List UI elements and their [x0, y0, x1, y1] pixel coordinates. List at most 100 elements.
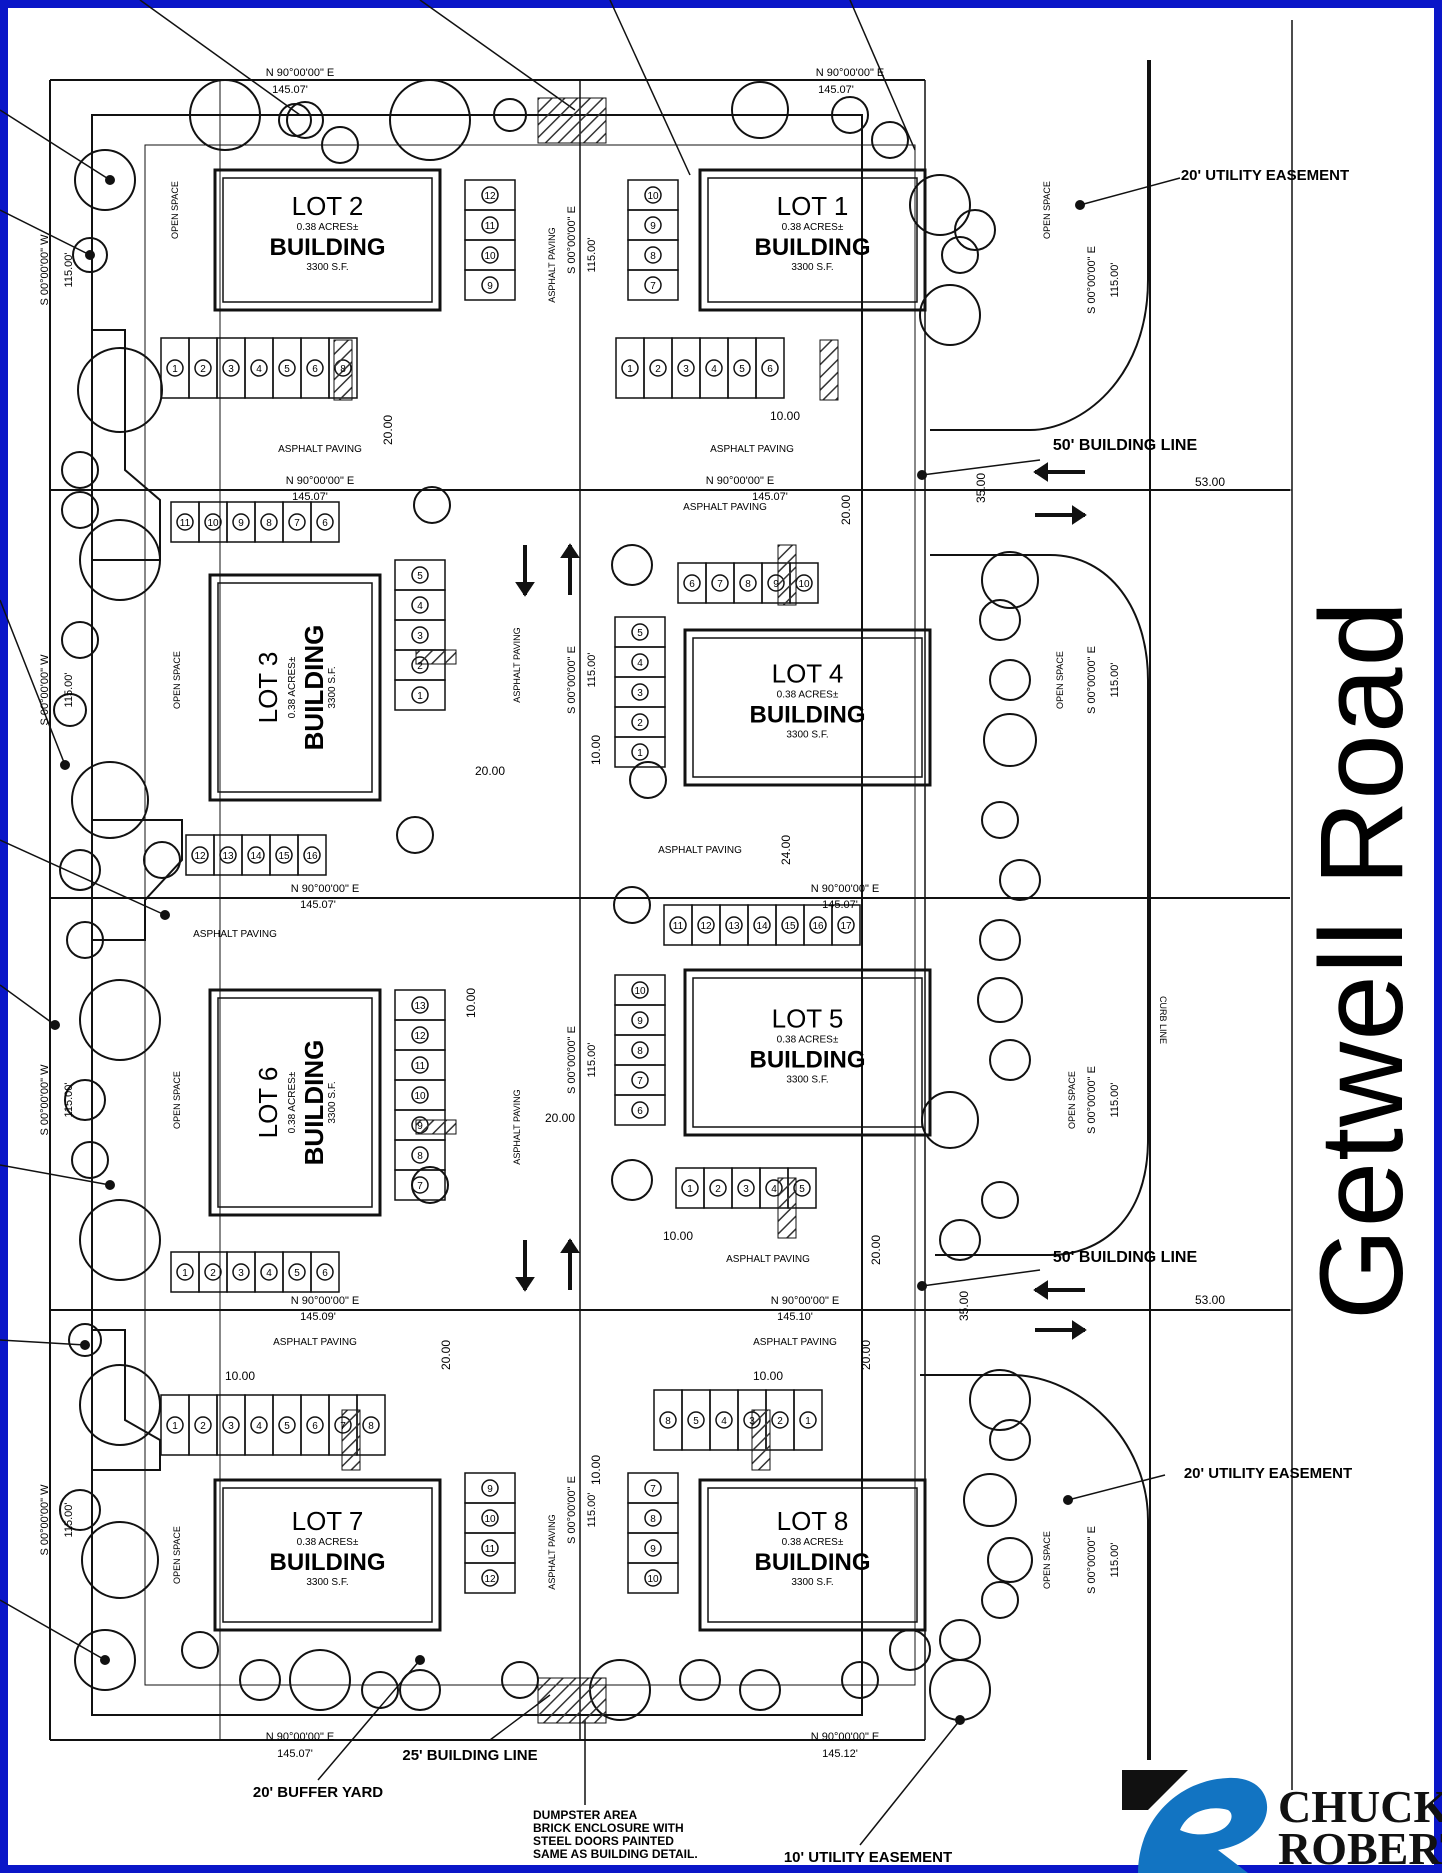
stall-number: 10	[798, 579, 810, 590]
stall-number: 14	[756, 921, 768, 932]
lot-building-inner	[217, 997, 373, 1208]
stall-number-circle	[411, 996, 429, 1014]
lot-sf: 3300 S.F.	[327, 666, 338, 708]
lot-name: LOT 3	[253, 652, 283, 724]
lot-area: 0.38 ACRES±	[297, 1537, 359, 1548]
plan-label: 115.00'	[586, 1493, 598, 1528]
stall-number: 5	[739, 364, 745, 375]
tree-symbol	[611, 1159, 653, 1201]
tree-symbol	[919, 284, 981, 346]
dumpster-enclosure	[537, 97, 607, 144]
stall-number: 14	[250, 851, 262, 862]
lot-sf: 3300 S.F.	[791, 1577, 833, 1588]
callout-dot	[105, 1180, 115, 1190]
stall-number-circle	[677, 359, 695, 377]
parking-stall	[464, 269, 516, 301]
stall-number: 2	[417, 661, 423, 672]
plan-label: 10.00	[464, 988, 478, 1018]
road-label: Getwell Road	[1292, 560, 1432, 1360]
stall-number-circle	[481, 186, 499, 204]
stall-number-circle	[837, 916, 855, 934]
stall-number-circle	[644, 216, 662, 234]
callout-leader	[849, 0, 916, 151]
plan-label: 145.07'	[752, 491, 788, 503]
stall-number-circle	[278, 359, 296, 377]
plan-label: 115.00'	[63, 253, 75, 288]
open-space-label: OPEN SPACE	[172, 1526, 182, 1584]
plan-label: 145.07'	[277, 1748, 313, 1760]
callout-leader	[1079, 177, 1181, 206]
asphalt-label: ASPHALT PAVING	[512, 627, 522, 702]
tree-symbol	[59, 849, 101, 891]
stall-number: 12	[484, 1574, 496, 1585]
road-name: Getwell Road	[1296, 599, 1429, 1321]
stall-number: 2	[777, 1416, 783, 1427]
stall-number-circle	[222, 1416, 240, 1434]
tree-symbol	[909, 174, 971, 236]
plan-label: 20.00	[545, 1111, 575, 1125]
tree-symbol	[81, 1521, 159, 1599]
parking-stall	[394, 679, 446, 711]
stall-number-circle	[362, 1416, 380, 1434]
stall-number: 2	[637, 718, 643, 729]
stall-number: 9	[650, 221, 656, 232]
plan-label: S 00°00'00" E	[1086, 1066, 1098, 1134]
callout-dot	[415, 1655, 425, 1665]
parking-stall	[831, 904, 861, 946]
callout-leader	[0, 599, 66, 766]
accessible-aisle	[751, 1409, 771, 1471]
plan-label: 10.00	[753, 1369, 783, 1383]
tree-symbol	[963, 1473, 1017, 1527]
stall-number: 3	[228, 364, 234, 375]
plan-label: N 90°00'00" E	[286, 475, 355, 487]
traffic-arrow-head	[560, 543, 580, 558]
buffer-line	[91, 114, 863, 1716]
stall-number: 5	[799, 1184, 805, 1195]
stall-number-circle	[725, 916, 743, 934]
lot-name: LOT 4	[772, 659, 844, 689]
plan-label: 145.12'	[822, 1748, 858, 1760]
stall-number: 7	[417, 1181, 423, 1192]
stall-number-circle	[753, 916, 771, 934]
stall-number-circle	[631, 653, 649, 671]
plan-label: 115.00'	[586, 238, 598, 273]
lot-building-outline	[208, 988, 382, 1217]
parking-stall	[627, 1562, 679, 1594]
lot-building: BUILDING	[270, 234, 386, 261]
logo-line-2: ROBERTS	[1278, 1823, 1442, 1873]
callout-dot	[105, 175, 115, 185]
tree-symbol	[831, 96, 869, 134]
stall-number-circle	[631, 713, 649, 731]
lot-sf: 3300 S.F.	[786, 1075, 828, 1086]
stall-number-circle	[631, 623, 649, 641]
lot-building-outline	[683, 968, 932, 1137]
stall-number-circle	[411, 1176, 429, 1194]
stall-number-circle	[222, 359, 240, 377]
stall-number: 12	[700, 921, 712, 932]
stall-number: 4	[256, 364, 262, 375]
stall-number-circle	[278, 1416, 296, 1434]
traffic-arrow-head	[1033, 462, 1048, 482]
stall-number: 16	[306, 851, 318, 862]
plan-label: S 00°00'00" W	[39, 1064, 51, 1136]
stall-number-circle	[644, 186, 662, 204]
tree-symbol	[74, 1629, 136, 1691]
asphalt-label: ASPHALT PAVING	[753, 1337, 837, 1348]
tree-symbol	[61, 451, 99, 489]
lot-building: BUILDING	[299, 1040, 329, 1166]
callout-label: 20' UTILITY EASEMENT	[1184, 1465, 1352, 1482]
plan-label: 115.00'	[586, 1043, 598, 1078]
stall-number-circle	[306, 359, 324, 377]
stall-number-circle	[316, 513, 334, 531]
plan-label: 20.00	[869, 1235, 883, 1265]
tree-symbol	[64, 1079, 106, 1121]
callout-leader	[609, 0, 691, 176]
stall-number-circle	[306, 1416, 324, 1434]
accessible-aisle	[777, 544, 797, 606]
tree-symbol	[181, 1631, 219, 1669]
stall-number: 6	[312, 1421, 318, 1432]
stall-number-circle	[659, 1411, 677, 1429]
lot-building-inner	[692, 637, 923, 778]
